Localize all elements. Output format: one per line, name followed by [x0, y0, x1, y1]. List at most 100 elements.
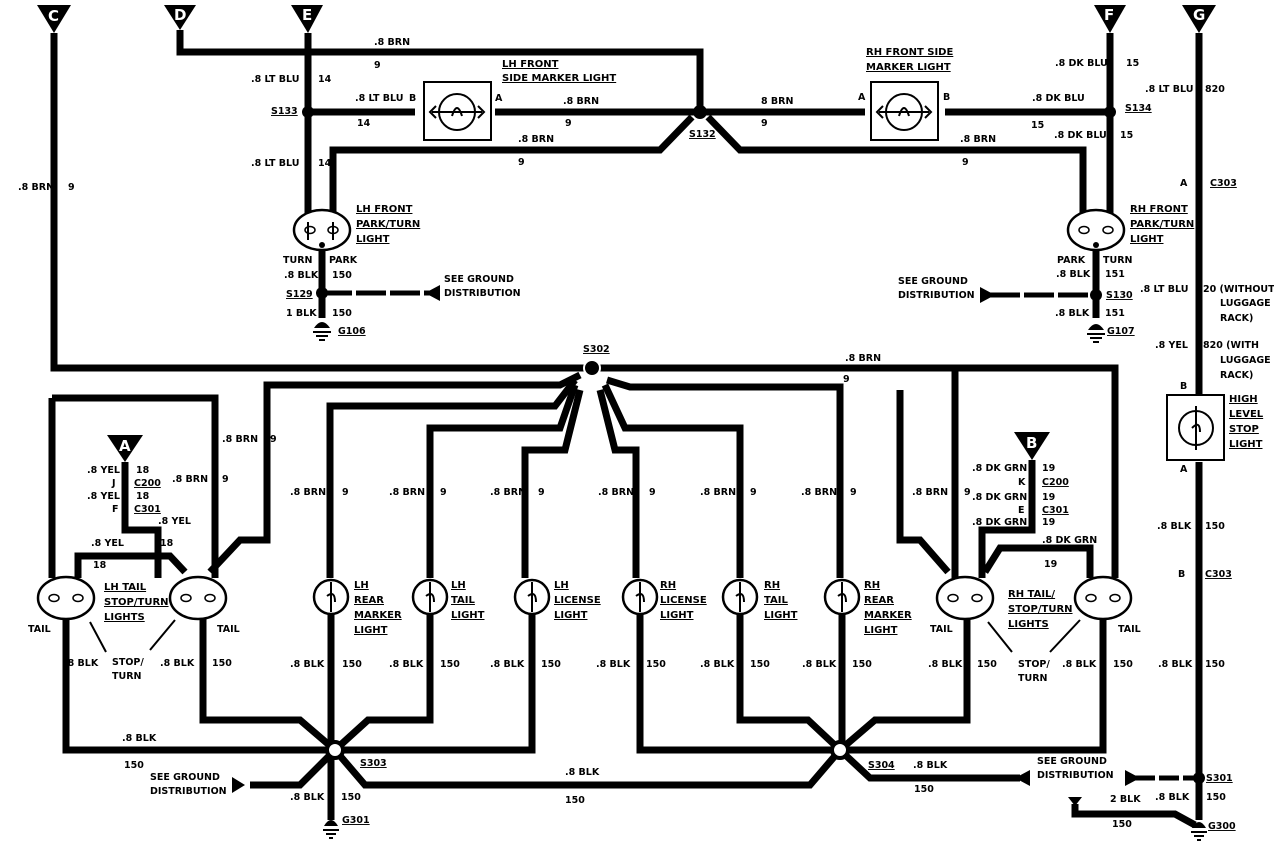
svg-text:150: 150: [977, 659, 997, 670]
svg-text:.8 BLK: .8 BLK: [1157, 521, 1192, 532]
svg-text:PARK/TURN: PARK/TURN: [1130, 219, 1194, 230]
svg-text:TURN: TURN: [1103, 255, 1133, 266]
svg-text:19: 19: [1042, 517, 1055, 528]
svg-text:150: 150: [440, 659, 460, 670]
svg-text:G106: G106: [338, 326, 366, 337]
svg-text:B: B: [1180, 381, 1187, 392]
svg-text:REAR: REAR: [864, 595, 894, 606]
svg-text:.8 LT BLU: .8 LT BLU: [251, 158, 299, 169]
splice-s303: [325, 740, 345, 760]
svg-text:MARKER: MARKER: [354, 610, 402, 621]
wires-ground: [62, 614, 1199, 829]
svg-text:REAR: REAR: [354, 595, 384, 606]
arrow-icon: [425, 285, 440, 301]
svg-text:RACK): RACK): [1220, 313, 1253, 324]
high-level-stop-label: HIGH LEVEL STOP LIGHT B A .8 BLK 150 B C…: [1157, 381, 1264, 670]
splice-s130: [1090, 289, 1102, 301]
svg-text:.8 LT BLU: .8 LT BLU: [1140, 284, 1188, 295]
svg-text:C303: C303: [1210, 178, 1237, 189]
splice-s304: [830, 740, 850, 760]
svg-text:.8 BLK: .8 BLK: [1055, 308, 1090, 319]
svg-text:TAIL: TAIL: [1118, 624, 1141, 635]
svg-text:LIGHT: LIGHT: [356, 234, 390, 245]
svg-text:19: 19: [1042, 463, 1055, 474]
svg-text:150: 150: [1205, 521, 1225, 532]
connector-f-icon: F: [1094, 5, 1126, 33]
ground-g106-icon: [313, 322, 331, 341]
svg-text:14: 14: [318, 74, 332, 85]
svg-text:PARK/TURN: PARK/TURN: [356, 219, 420, 230]
svg-text:9: 9: [750, 487, 757, 498]
svg-text:150: 150: [341, 792, 361, 803]
dk-grn-wire: [978, 460, 1036, 578]
svg-text:TAIL: TAIL: [764, 595, 789, 606]
svg-text:LH FRONT: LH FRONT: [356, 204, 413, 215]
svg-text:9: 9: [538, 487, 545, 498]
svg-text:150: 150: [124, 760, 144, 771]
svg-text:TAIL: TAIL: [451, 595, 476, 606]
svg-text:A: A: [1180, 178, 1188, 189]
svg-text:9: 9: [850, 487, 857, 498]
svg-text:18: 18: [136, 491, 150, 502]
svg-text:.8 YEL: .8 YEL: [1155, 340, 1188, 351]
svg-text:.8 BLK: .8 BLK: [284, 270, 319, 281]
svg-text:LICENSE: LICENSE: [554, 595, 601, 606]
svg-text:LIGHT: LIGHT: [451, 610, 485, 621]
svg-text:MARKER LIGHT: MARKER LIGHT: [866, 62, 951, 73]
svg-text:A: A: [119, 437, 131, 455]
svg-text:B: B: [1178, 569, 1185, 580]
svg-text:G: G: [1193, 6, 1205, 24]
connector-g-icon: G: [1182, 5, 1216, 33]
svg-text:14: 14: [318, 158, 332, 169]
svg-text:.8 YEL: .8 YEL: [158, 516, 191, 527]
svg-text:.8 YEL: .8 YEL: [91, 538, 124, 549]
splice-s132: [693, 105, 707, 119]
svg-text:.8 BRN: .8 BRN: [172, 474, 208, 485]
svg-text:SEE GROUND: SEE GROUND: [444, 274, 514, 285]
svg-text:.8 BLK: .8 BLK: [490, 659, 525, 670]
svg-text:LIGHT: LIGHT: [554, 610, 588, 621]
svg-text:150: 150: [646, 659, 666, 670]
svg-text:STOP/TURN: STOP/TURN: [104, 597, 169, 608]
svg-text:C200: C200: [1042, 477, 1069, 488]
svg-text:C200: C200: [134, 478, 161, 489]
wire-label: .8 BRN: [845, 353, 881, 364]
svg-text:9: 9: [374, 60, 381, 71]
svg-text:8 BRN: 8 BRN: [761, 96, 793, 107]
arrow-icon: [1015, 770, 1030, 786]
svg-text:.8 BLK: .8 BLK: [596, 659, 631, 670]
rh-front-side-marker-light-icon: [870, 81, 939, 141]
svg-text:C301: C301: [134, 504, 161, 515]
svg-text:150: 150: [750, 659, 770, 670]
svg-text:15: 15: [1031, 120, 1044, 131]
svg-text:F: F: [112, 504, 119, 515]
svg-text:.8 BLK: .8 BLK: [1056, 269, 1091, 280]
svg-text:150: 150: [1205, 659, 1225, 670]
svg-text:18: 18: [93, 560, 107, 571]
svg-text:LIGHT: LIGHT: [660, 610, 694, 621]
svg-text:S130: S130: [1106, 290, 1133, 301]
svg-text:150: 150: [852, 659, 872, 670]
svg-text:.8 BLK: .8 BLK: [1158, 659, 1193, 670]
svg-text:SEE GROUND: SEE GROUND: [898, 276, 968, 287]
svg-text:.8 BRN: .8 BRN: [374, 37, 410, 48]
svg-text:.8 BRN: .8 BRN: [563, 96, 599, 107]
wires-top: [50, 30, 1203, 820]
svg-text:.8 BLK: .8 BLK: [928, 659, 963, 670]
svg-text:151: 151: [1105, 269, 1125, 280]
svg-text:LIGHT: LIGHT: [764, 610, 798, 621]
svg-text:TAIL: TAIL: [28, 624, 51, 635]
svg-text:.8 BRN: .8 BRN: [518, 134, 554, 145]
svg-text:SEE GROUND: SEE GROUND: [150, 772, 220, 783]
svg-text:9: 9: [962, 157, 969, 168]
svg-text:DISTRIBUTION: DISTRIBUTION: [1037, 770, 1114, 781]
svg-text:RACK): RACK): [1220, 370, 1253, 381]
svg-text:RH: RH: [864, 580, 880, 591]
svg-text:15: 15: [1126, 58, 1139, 69]
svg-text:150: 150: [332, 270, 352, 281]
svg-text:.8 BRN: .8 BRN: [389, 487, 425, 498]
svg-text:SIDE MARKER LIGHT: SIDE MARKER LIGHT: [502, 73, 616, 84]
svg-text:.8 BLK: .8 BLK: [565, 767, 600, 778]
svg-text:150: 150: [1206, 792, 1226, 803]
rh-license-light-icon: [621, 578, 659, 616]
